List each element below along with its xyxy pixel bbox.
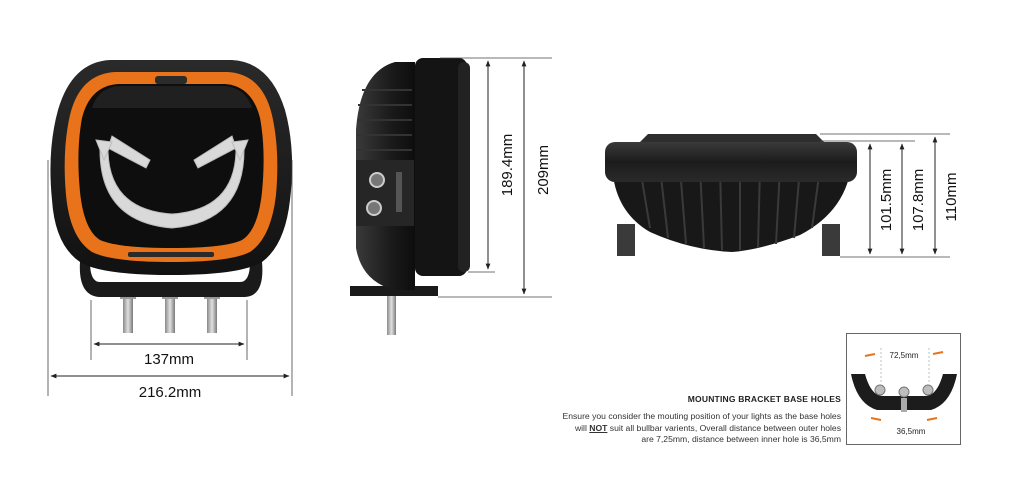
mounting-text-emphasis: NOT — [589, 422, 608, 433]
top-dimensions — [820, 133, 950, 258]
front-view — [50, 60, 293, 333]
dim-110mm: 110mm — [943, 173, 960, 222]
mounting-description: Ensure you consider the mouting position… — [561, 411, 841, 446]
dim-189mm: 189.4mm — [499, 134, 516, 197]
mounting-title: MOUNTING BRACKET BASE HOLES — [687, 394, 841, 404]
bracket-inset-drawing: 72,5mm 36,5mm — [851, 348, 957, 436]
front-bolts — [120, 293, 220, 333]
dim-209mm: 209mm — [535, 145, 552, 195]
grin-graphic — [95, 135, 249, 229]
bracket-inset: 72,5mm 36,5mm — [846, 333, 961, 445]
mounting-text-start: Ensure you consider the mouting position… — [562, 411, 841, 433]
inset-inner-distance: 36,5mm — [897, 427, 926, 436]
side-face — [415, 58, 467, 276]
mounting-text-end: suit all bullbar varients, Overall dista… — [607, 422, 841, 445]
dim-101mm: 101.5mm — [878, 169, 895, 232]
dim-107mm: 107.8mm — [910, 169, 927, 232]
top-heatsink — [612, 160, 852, 252]
inset-bracket-body — [851, 374, 957, 410]
inset-orange-markers — [864, 351, 944, 421]
mounting-note: MOUNTING BRACKET BASE HOLES Ensure you c… — [561, 394, 841, 446]
dim-216mm: 216.2mm — [139, 384, 202, 401]
side-view — [350, 58, 470, 335]
top-face — [605, 142, 857, 182]
side-bolt — [387, 295, 396, 335]
inset-outer-distance: 72,5mm — [890, 351, 919, 360]
dim-137mm: 137mm — [144, 351, 194, 368]
top-view — [605, 134, 857, 256]
front-bracket — [79, 262, 263, 297]
side-dimensions — [438, 57, 552, 298]
front-dimensions — [47, 160, 293, 396]
